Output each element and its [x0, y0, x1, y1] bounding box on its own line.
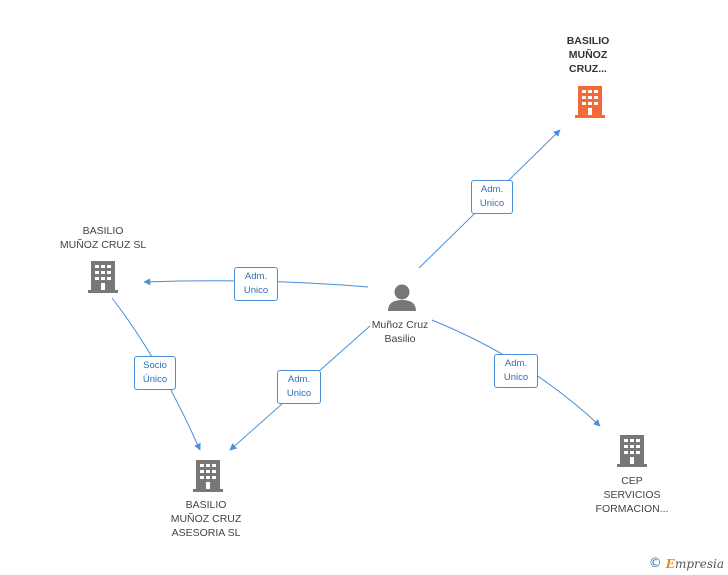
top-company-label[interactable]: BASILIO MUÑOZ CRUZ...: [566, 35, 610, 75]
edge-label-to-right: Adm. Unico: [494, 354, 538, 388]
left-company-label[interactable]: BASILIO MUÑOZ CRUZ SL: [59, 225, 147, 251]
edge-label-to-bottom: Adm. Unico: [277, 370, 321, 404]
building-icon[interactable]: [617, 435, 647, 467]
edge-label-to-left: Adm. Unico: [234, 267, 278, 301]
brand-logo[interactable]: Empresia: [665, 556, 724, 571]
edge-label-to-top: Adm. Unico: [471, 180, 513, 214]
person-label[interactable]: Muñoz Cruz Basilio: [371, 319, 429, 345]
building-icon[interactable]: [575, 86, 605, 118]
copyright-icon: ©: [648, 556, 662, 571]
edge-label-left-to-bottom: Socio Único: [134, 356, 176, 390]
right-company-label[interactable]: CEP SERVICIOS FORMACION...: [595, 475, 669, 515]
person-icon[interactable]: [388, 284, 416, 312]
building-icon[interactable]: [193, 460, 223, 492]
building-icon[interactable]: [88, 261, 118, 293]
footer-credit: © Empresia: [649, 556, 724, 571]
bottom-company-label[interactable]: BASILIO MUÑOZ CRUZ ASESORIA SL: [170, 499, 242, 539]
